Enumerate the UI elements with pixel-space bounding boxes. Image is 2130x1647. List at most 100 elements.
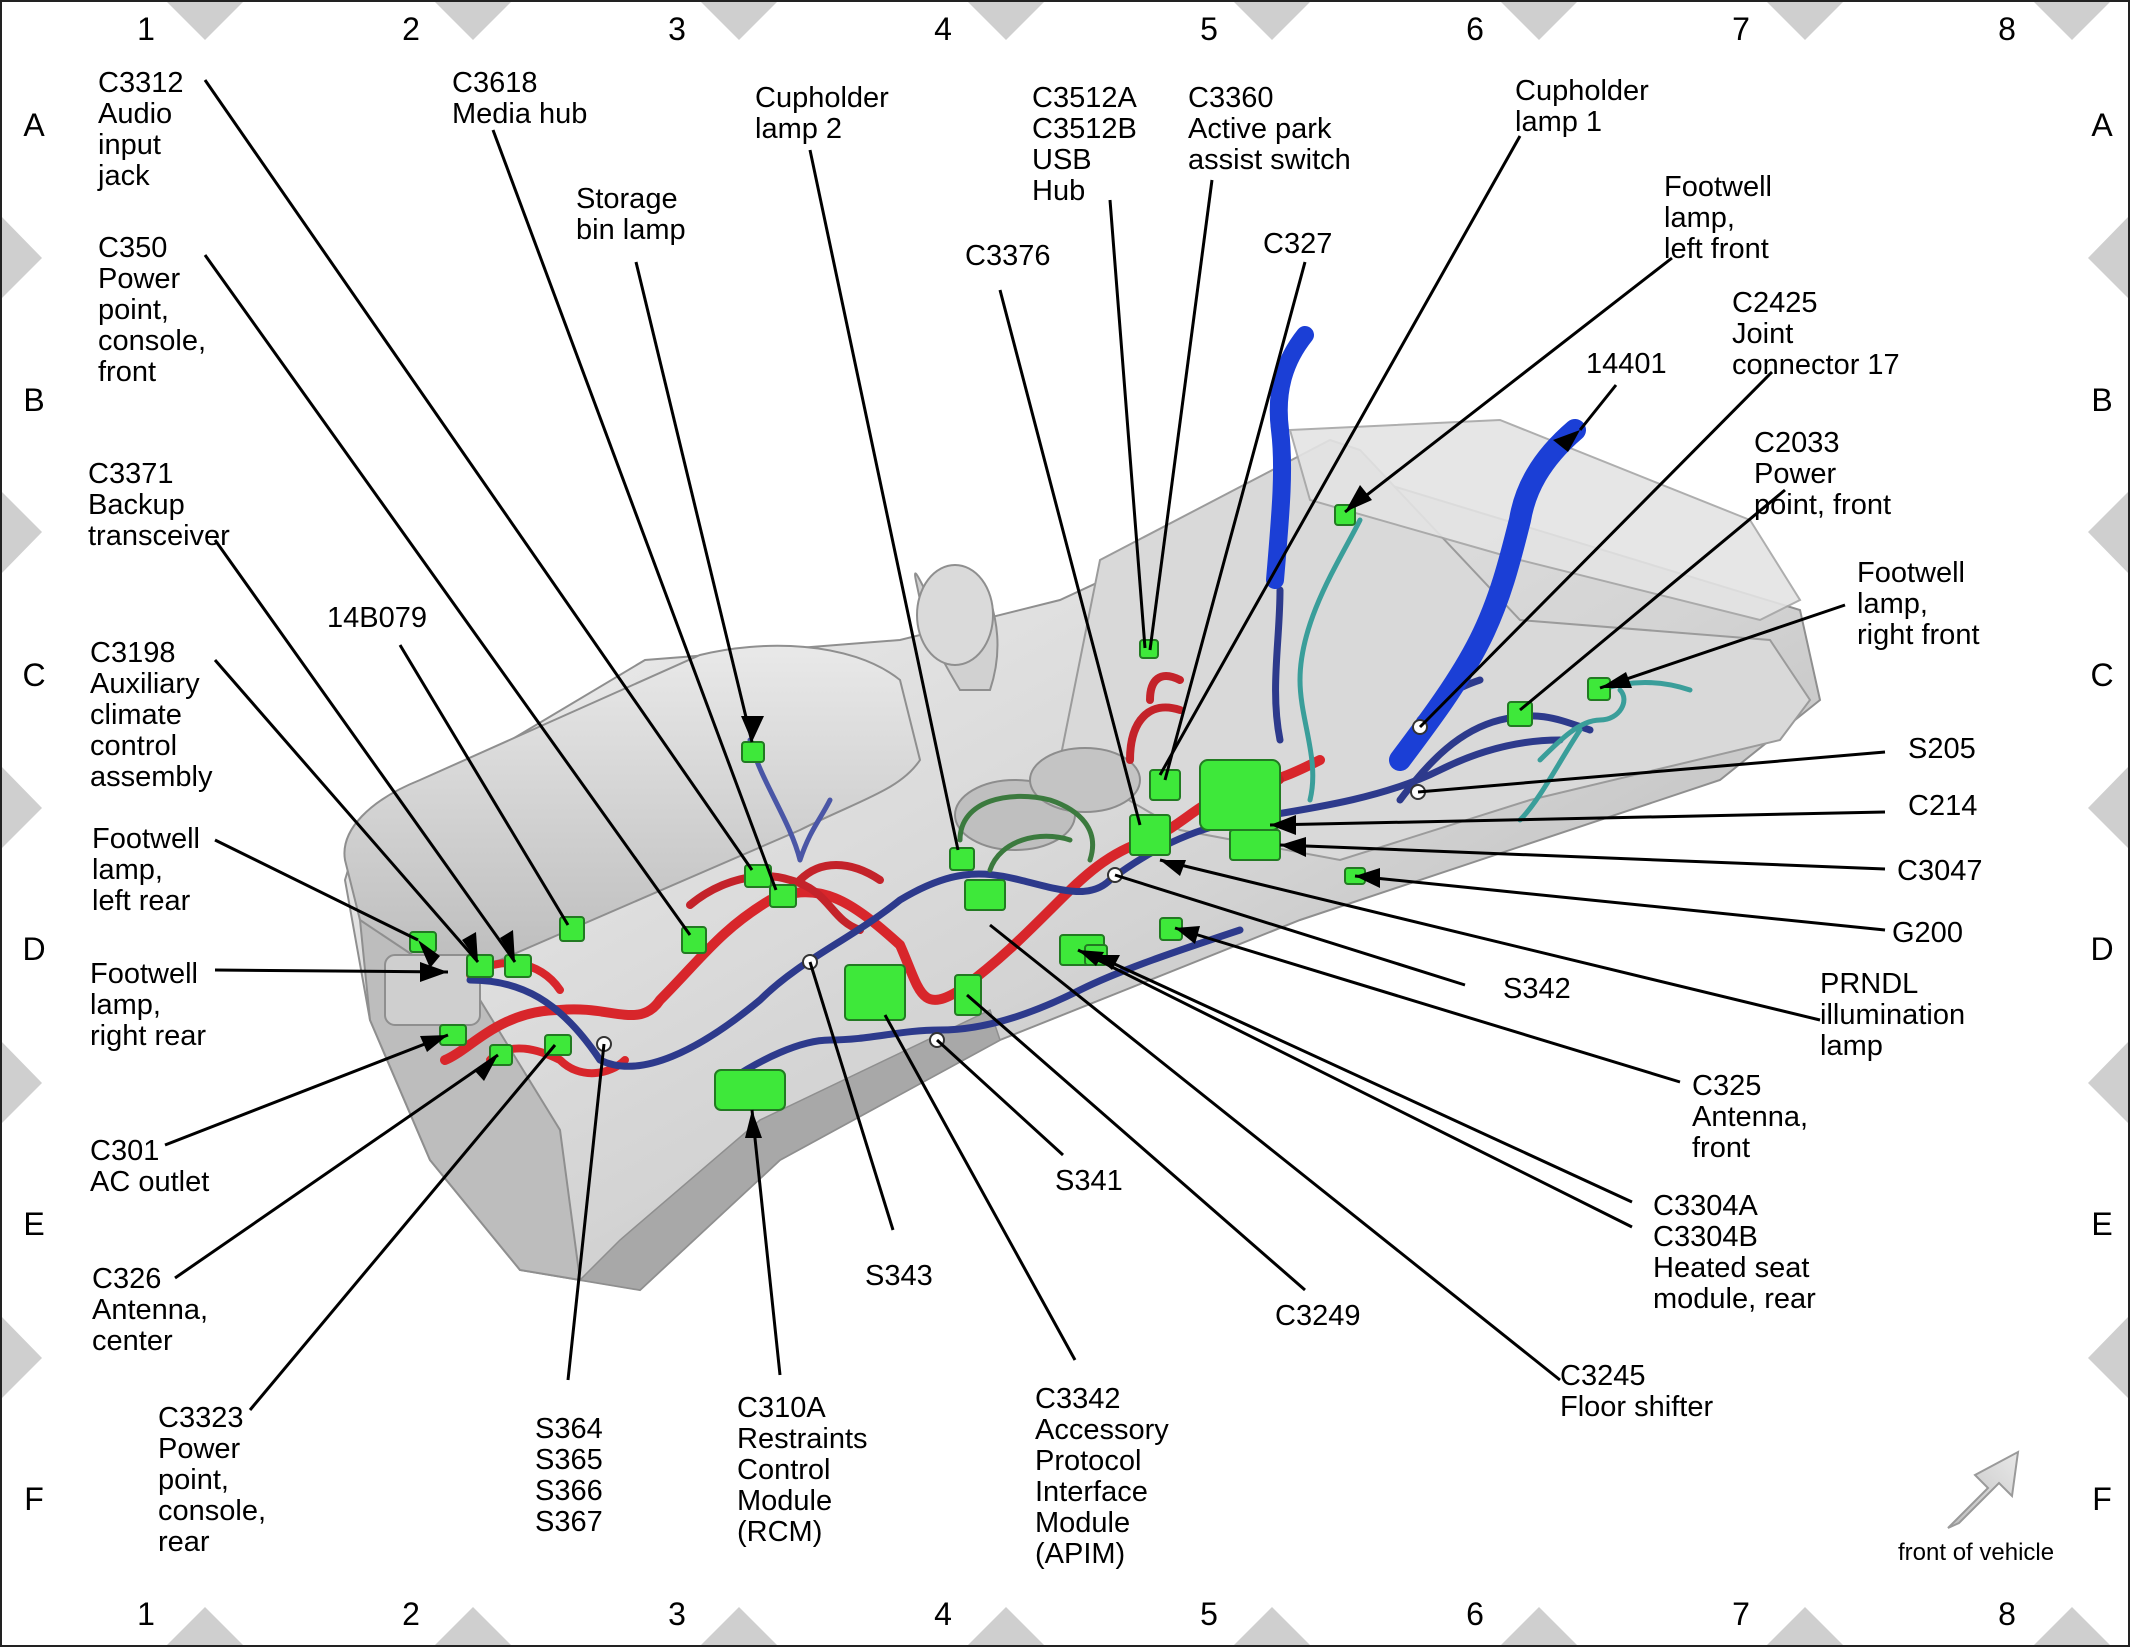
label-g200: G200: [1892, 917, 1963, 949]
col-label-bottom: 1: [137, 1596, 155, 1632]
front-of-vehicle-label: front of vehicle: [1898, 1539, 2054, 1566]
grid-labels: 1 2 3 4 5 6 7 8 1 2 3 4 5 6 7 8 A B C D …: [22, 11, 2113, 1632]
row-label-left: C: [22, 657, 45, 693]
connector-storage-bin: [741, 741, 765, 763]
connector-14b079: [559, 916, 585, 942]
connector-c3371: [504, 954, 532, 978]
row-label-left: D: [22, 931, 45, 967]
label-c214: C214: [1908, 790, 1977, 822]
connector-c3198: [466, 954, 494, 978]
harness-navy-main: [466, 736, 1564, 1070]
connector-cupholder-cluster: [964, 879, 1006, 911]
connector-footwell-right-front: [1587, 677, 1611, 701]
connector-c3376: [1129, 814, 1171, 856]
col-label-top: 2: [402, 11, 420, 47]
row-label-right: F: [2092, 1481, 2112, 1517]
row-label-right: E: [2091, 1206, 2112, 1242]
harness-green-cupholder: [957, 793, 1096, 873]
label-14b079: 14B079: [327, 602, 427, 634]
label-s343: S343: [865, 1260, 933, 1292]
label-s342: S342: [1503, 973, 1571, 1005]
col-label-top: 6: [1466, 11, 1484, 47]
connector-c3312: [769, 884, 797, 908]
harness-red-branch: [686, 672, 1284, 934]
harness-red-main: [440, 755, 1325, 1065]
col-label-top: 8: [1998, 11, 2016, 47]
label-c3376: C3376: [965, 240, 1050, 272]
row-label-right: A: [2091, 107, 2113, 143]
row-label-right: B: [2091, 382, 2112, 418]
col-label-bottom: 8: [1998, 1596, 2016, 1632]
row-label-left: A: [23, 107, 45, 143]
label-s341: S341: [1055, 1165, 1123, 1197]
harness-teal-front: [1297, 517, 1693, 823]
row-label-left: B: [23, 382, 44, 418]
row-label-left: F: [24, 1481, 44, 1517]
row-label-right: C: [2090, 657, 2113, 693]
leader-arrowheads: [418, 430, 1632, 1138]
rear-vent: [384, 954, 481, 1026]
col-label-bottom: 5: [1200, 1596, 1218, 1632]
col-label-bottom: 2: [402, 1596, 420, 1632]
col-label-bottom: 6: [1466, 1596, 1484, 1632]
connector-c2425: [1507, 701, 1533, 727]
connector-c3047: [1229, 829, 1281, 861]
connector-c310a: [714, 1069, 786, 1111]
label-c3249: C3249: [1275, 1300, 1360, 1332]
col-label-bottom: 3: [668, 1596, 686, 1632]
row-label-right: D: [2090, 931, 2113, 967]
shifter-knob: [916, 564, 994, 666]
front-of-vehicle-indicator: front of vehicle: [1898, 1450, 2054, 1566]
col-label-top: 1: [137, 11, 155, 47]
col-label-top: 4: [934, 11, 952, 47]
antenna-cable-left: [1266, 326, 1314, 589]
connector-footwell-left-rear: [409, 931, 437, 953]
connector-footwell-right-rear: [439, 1024, 467, 1046]
connector-central-module: [1199, 759, 1281, 831]
leader-lines: [164, 79, 1886, 1411]
connector-c3342: [844, 964, 906, 1021]
col-label-top: 7: [1732, 11, 1750, 47]
connector-c327: [1149, 769, 1181, 801]
col-label-top: 5: [1200, 11, 1218, 47]
col-label-top: 3: [668, 11, 686, 47]
col-label-bottom: 7: [1732, 1596, 1750, 1632]
label-s205: S205: [1908, 733, 1976, 765]
label-c327: C327: [1263, 228, 1332, 260]
col-label-bottom: 4: [934, 1596, 952, 1632]
harness-navy-lower: [726, 926, 1244, 1084]
connector-c326: [489, 1044, 513, 1066]
wiring-harness: [440, 326, 1693, 1084]
row-label-left: E: [23, 1206, 44, 1242]
connector-cupholder2: [949, 847, 975, 871]
label-14401: 14401: [1586, 348, 1667, 380]
label-c3047: C3047: [1897, 855, 1982, 887]
front-direction-arrow-icon: [1947, 1450, 2020, 1529]
